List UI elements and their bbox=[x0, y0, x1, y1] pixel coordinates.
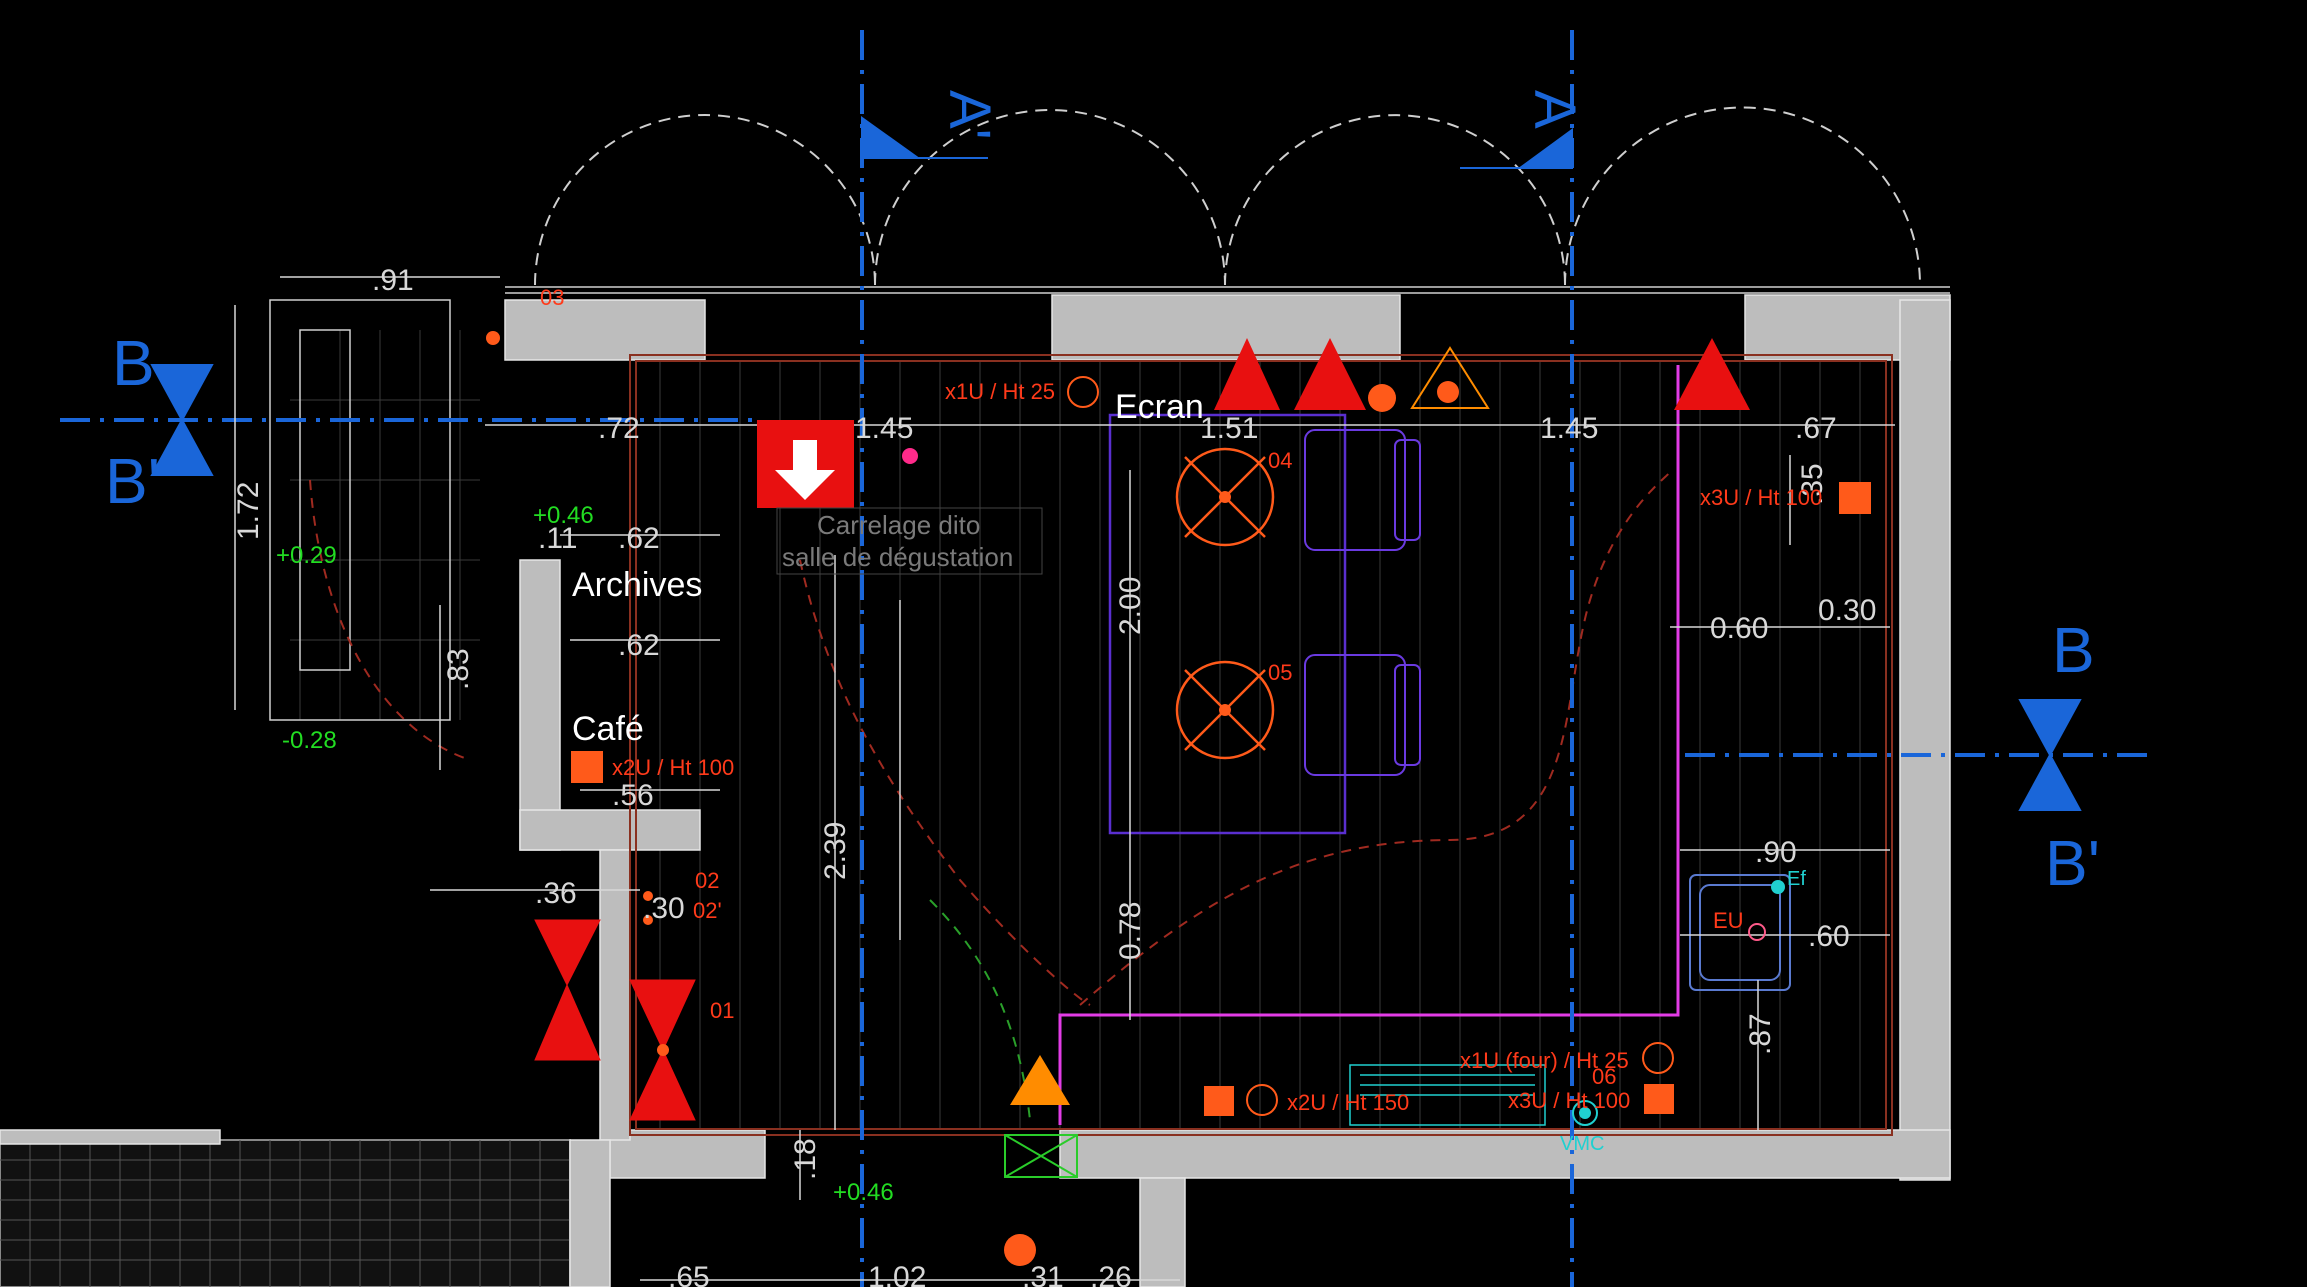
dim-151: 1.51 bbox=[1200, 412, 1258, 445]
finish-lines bbox=[629, 354, 1893, 1136]
circuit-06: 06 bbox=[1592, 1064, 1616, 1089]
dim-030b: 0.30 bbox=[1818, 594, 1876, 627]
dim-060a: 0.60 bbox=[1710, 612, 1768, 645]
screen-label: Ecran bbox=[1115, 388, 1204, 426]
dim-062a: .62 bbox=[618, 522, 660, 555]
dim-078: 0.78 bbox=[1114, 902, 1147, 960]
dim-239: 2.39 bbox=[819, 822, 852, 880]
dim-172: 1.72 bbox=[232, 482, 265, 540]
tile-note-box bbox=[776, 507, 1043, 575]
dim-062b: .62 bbox=[618, 629, 660, 662]
dim-031: .31 bbox=[1022, 1261, 1064, 1287]
dim-067: .67 bbox=[1795, 412, 1837, 445]
tile-note-line1: Carrelage dito bbox=[817, 510, 980, 540]
sink bbox=[1689, 874, 1791, 991]
dim-145b: 1.45 bbox=[1540, 412, 1598, 445]
dim-036: .36 bbox=[535, 877, 577, 910]
section-label-b-prime-left: B' bbox=[105, 445, 160, 517]
level-minus028: -0.28 bbox=[282, 727, 337, 754]
label-x3u-ht100-bottom: x3U / Ht 100 bbox=[1508, 1088, 1630, 1113]
dim-200: 2.00 bbox=[1114, 577, 1147, 635]
kitchen-partition bbox=[1058, 365, 1680, 1125]
cold-water-point bbox=[1771, 880, 1785, 894]
label-x1u-ht25: x1U / Ht 25 bbox=[945, 379, 1055, 404]
dim-102: 1.02 bbox=[868, 1261, 926, 1287]
dimension-lines bbox=[234, 276, 1895, 1281]
section-label-b-left: B bbox=[112, 327, 155, 399]
hatched-slab bbox=[0, 1139, 571, 1287]
level-plus029: +0.29 bbox=[276, 542, 337, 569]
level-plus046-top: +0.46 bbox=[533, 502, 594, 529]
room-label-archives: Archives bbox=[572, 566, 702, 604]
dim-065: .65 bbox=[668, 1261, 710, 1287]
circuit-04: 04 bbox=[1268, 448, 1292, 473]
label-ef: Ef bbox=[1787, 868, 1806, 890]
green-threshold bbox=[1004, 1134, 1078, 1178]
meeting-table bbox=[1108, 413, 1347, 835]
level-texts: +0.29 -0.28 +0.46 +0.46 bbox=[276, 502, 894, 1206]
walls bbox=[0, 294, 1951, 1287]
socket-symbols bbox=[571, 376, 1871, 1116]
section-label-a-prime: A' bbox=[937, 90, 1002, 140]
circuit-01: 01 bbox=[710, 998, 734, 1023]
dim-072: .72 bbox=[598, 412, 640, 445]
warning-triangles bbox=[1010, 346, 1490, 1105]
dim-035: .35 bbox=[1796, 463, 1829, 505]
vmc-symbol bbox=[1572, 1100, 1598, 1126]
section-label-b-right: B bbox=[2052, 614, 2095, 686]
dim-087: .87 bbox=[1744, 1013, 1777, 1055]
circuit-05: 05 bbox=[1268, 660, 1292, 685]
door-swing-arcs bbox=[534, 106, 1921, 286]
dim-145a: 1.45 bbox=[855, 412, 913, 445]
label-vmc: VMC bbox=[1560, 1133, 1604, 1155]
dim-083: .83 bbox=[442, 648, 475, 690]
emergency-exit-sign bbox=[757, 420, 854, 508]
section-label-b-prime-right: B' bbox=[2045, 827, 2100, 899]
furniture-outline-curves bbox=[309, 469, 1673, 1006]
alarm-triangles bbox=[1214, 338, 1750, 410]
dimension-texts: .91 .72 1.72 .11 .62 .62 .83 .56 .36 .30… bbox=[232, 264, 1876, 1287]
dim-011: .11 bbox=[538, 522, 577, 555]
section-marker-graphics bbox=[150, 116, 2082, 811]
light-dots bbox=[486, 331, 1459, 1266]
dim-060b: .60 bbox=[1808, 920, 1850, 953]
cooktop bbox=[1349, 1064, 1546, 1126]
circuit-02b: 02' bbox=[693, 898, 722, 923]
label-x2u-ht100: x2U / Ht 100 bbox=[612, 755, 734, 780]
dim-030: .30 bbox=[643, 892, 685, 925]
drain-point bbox=[1748, 923, 1766, 941]
section-axes bbox=[60, 30, 2150, 1287]
electrical-texts: x1U / Ht 25 x3U / Ht 100 x2U / Ht 100 x1… bbox=[540, 285, 1822, 1115]
dim-090: .90 bbox=[1755, 836, 1797, 869]
label-eu: EU bbox=[1713, 908, 1744, 933]
room-label-cafe: Café bbox=[572, 710, 644, 748]
label-x3u-ht100-right: x3U / Ht 100 bbox=[1700, 485, 1822, 510]
label-x2u-ht150: x2U / Ht 150 bbox=[1287, 1090, 1409, 1115]
section-label-a: A bbox=[1522, 90, 1587, 129]
chairs bbox=[1304, 429, 1421, 776]
level-plus046-bottom: +0.46 bbox=[833, 1179, 894, 1206]
circuit-03: 03 bbox=[540, 285, 564, 310]
label-x1u-four: x1U (four) / Ht 25 bbox=[1460, 1048, 1629, 1073]
pink-point bbox=[902, 448, 918, 464]
dim-018: .18 bbox=[789, 1138, 822, 1180]
tile-note-line2: salle de dégustation bbox=[782, 542, 1013, 572]
dim-056: .56 bbox=[612, 779, 654, 812]
dim-091: .91 bbox=[372, 264, 414, 297]
fire-hose-cabinets bbox=[534, 919, 696, 1121]
dim-026: .26 bbox=[1090, 1261, 1132, 1287]
circuit-02: 02 bbox=[695, 868, 719, 893]
